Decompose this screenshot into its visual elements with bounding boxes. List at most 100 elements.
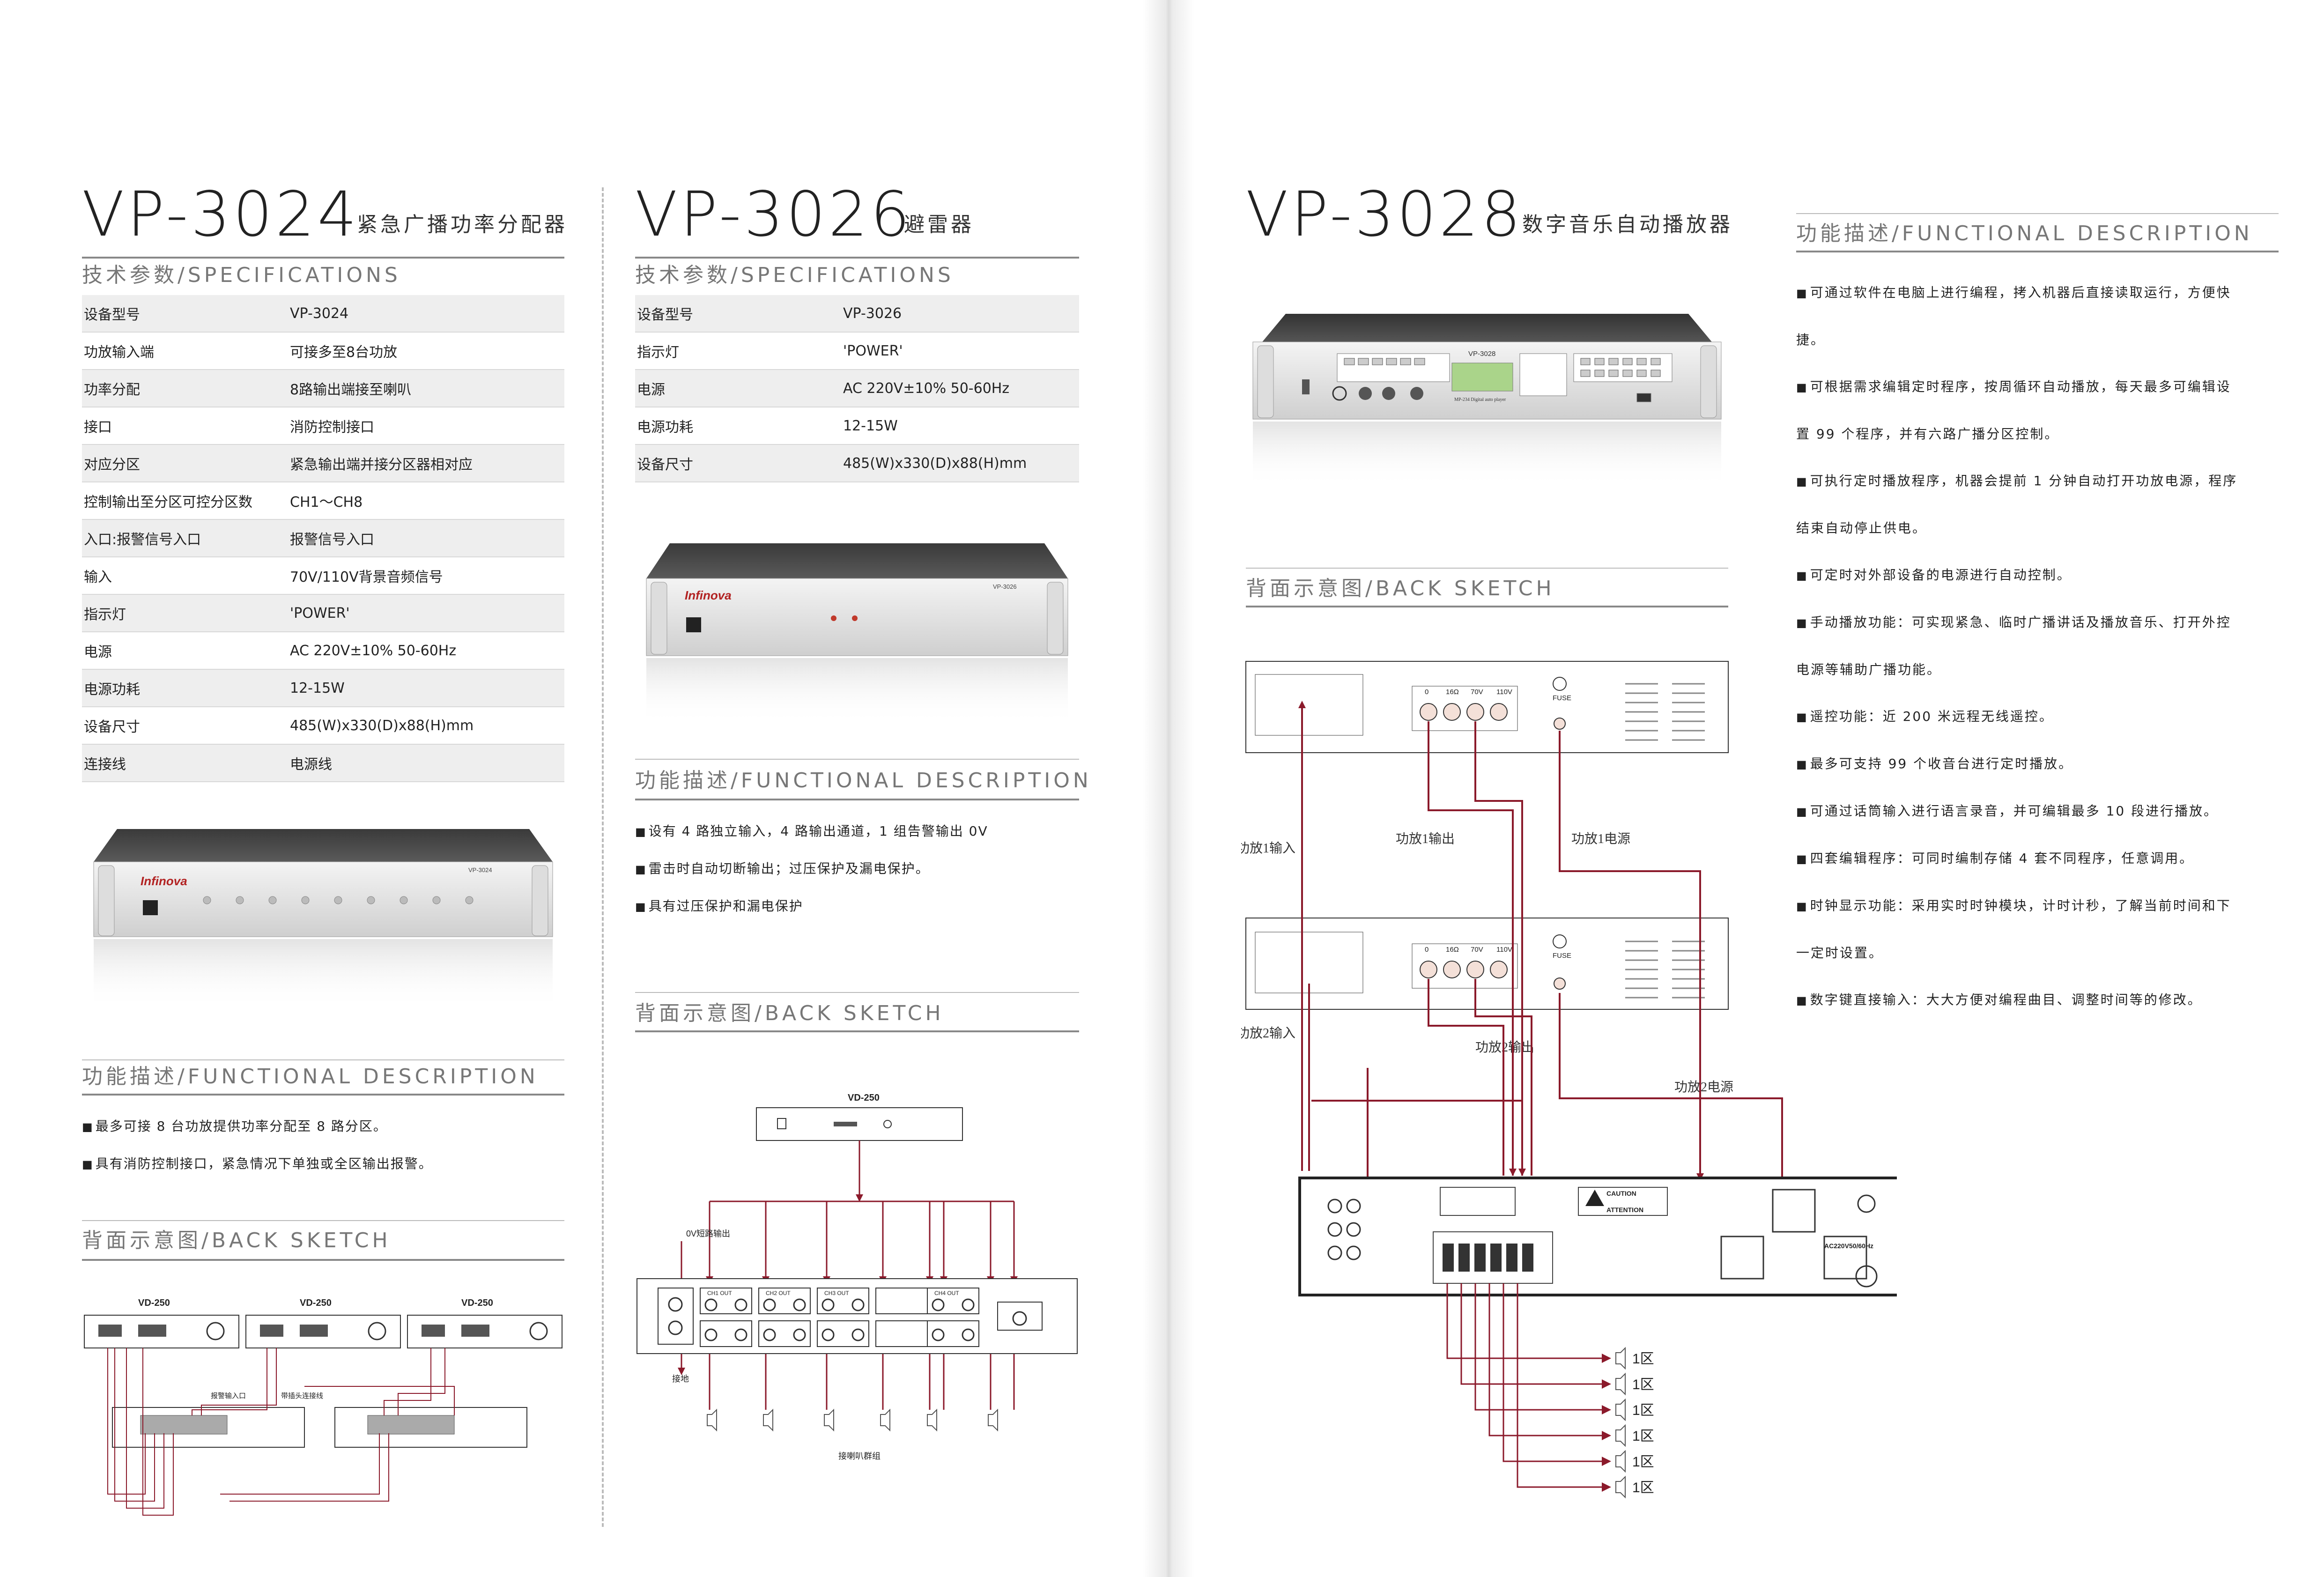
spec-value: 紧急输出端并接分区器相对应: [288, 444, 564, 482]
list-item: 时钟显示功能：采用实时时钟模块，计时计秒，了解当前时间和下一定时设置。: [1796, 882, 2241, 977]
amp2-in-label: 功放2输入: [1241, 1026, 1295, 1041]
tap-label: 0: [1425, 946, 1428, 954]
spec-value: 'POWER': [841, 332, 1079, 370]
vp3024-sketch-heading: 背面示意图/BACK SKETCH: [82, 1229, 391, 1252]
vp3026-back-sketch: VD-250 0V短路输出: [637, 1093, 1078, 1461]
vp3028-sketch-rule: [1246, 606, 1728, 607]
spec-key: 设备型号: [82, 295, 288, 333]
vp3028-screen-text: MP-234 Digital auto player: [1454, 397, 1506, 402]
vp3028-back-sketch: 0 16Ω 70V 110V FUSE 0 16Ω 70V 110V FUSE: [1241, 661, 1897, 1499]
sketch-unit-label: VD-250: [848, 1093, 880, 1103]
spec-key: 指示灯: [82, 594, 288, 632]
spec-value: CH1～CH8: [288, 482, 564, 520]
vp3026-func-rule: [635, 799, 1079, 800]
vp3024-brand: Infinova: [141, 874, 187, 888]
vp3026-spec-heading: 技术参数/SPECIFICATIONS: [635, 263, 954, 287]
list-item: 可执行定时播放程序，机器会提前 1 分钟自动打开功放电源，程序结束自动停止供电。: [1796, 458, 2241, 552]
vp3028-device-image: VP-3028 MP-234 Digital auto player: [1252, 314, 1722, 487]
sketch-unit-label: VD-250: [300, 1298, 332, 1308]
spec-key: 设备尺寸: [82, 707, 288, 745]
sketch-alarm-label: 报警输入口: [211, 1392, 246, 1400]
vp3026-name: 避雷器: [904, 213, 974, 237]
zone-label: 1区: [1632, 1429, 1654, 1444]
vp3028-func-heading: 功能描述/FUNCTIONAL DESCRIPTION: [1796, 222, 2253, 245]
rear-power-label: AC220V50/60Hz: [1824, 1242, 1873, 1250]
table-row: 连接线电源线: [82, 744, 564, 782]
tap-label: 0: [1425, 688, 1428, 696]
sketch-unit-label: VD-250: [461, 1298, 493, 1308]
vp3026-sketch-heading: 背面示意图/BACK SKETCH: [635, 1001, 944, 1025]
vp3024-func-list: 最多可接 8 台功放提供功率分配至 8 路分区。 具有消防控制接口，紧急情况下单…: [82, 1108, 433, 1183]
vp3026-func-list: 设有 4 路独立输入，4 路输出通道，1 组告警输出 0V 雷击时自动切断输出；…: [635, 813, 988, 925]
sketch-channel-label: CH1 OUT: [707, 1290, 732, 1296]
list-item: 雷击时自动切断输出；过压保护及漏电保护。: [635, 850, 988, 888]
vp3026-brand: Infinova: [685, 588, 732, 602]
spec-key: 输入: [82, 557, 288, 595]
spec-value: 消防控制接口: [288, 407, 564, 445]
list-item: 可根据需求编辑定时程序，按周循环自动播放，每天最多可编辑设置 99 个程序，并有…: [1796, 363, 2241, 458]
vp3024-func-top-rule: [82, 1059, 564, 1060]
list-item: 四套编辑程序：可同时编制存储 4 套不同程序，任意调用。: [1796, 835, 2241, 882]
vp3028-func-rule: [1796, 251, 2279, 252]
fuse-label: FUSE: [1553, 694, 1571, 702]
list-item: 可通过软件在电脑上进行编程，拷入机器后直接读取运行，方便快捷。: [1796, 269, 2241, 363]
list-item: 手动播放功能：可实现紧急、临时广播讲话及播放音乐、打开外控电源等辅助广播功能。: [1796, 599, 2241, 693]
vp3028-sketch-heading: 背面示意图/BACK SKETCH: [1246, 577, 1555, 600]
vp3026-device-image: Infinova VP-3026: [646, 543, 1068, 724]
vp3028-name: 数字音乐自动播放器: [1522, 213, 1733, 237]
spec-value: AC 220V±10% 50-60Hz: [841, 370, 1079, 407]
tap-label: 110V: [1496, 688, 1512, 696]
tap-label: 110V: [1496, 946, 1512, 954]
table-row: 功放输入端可接多至8台功放: [82, 332, 564, 370]
vp3026-sketch-top-rule: [635, 992, 1079, 993]
amp2-out-label: 功放2输出: [1475, 1040, 1534, 1055]
list-item: 可定时对外部设备的电源进行自动控制。: [1796, 552, 2241, 599]
vp3024-name: 紧急广播功率分配器: [357, 213, 568, 237]
attention-label: ATTENTION: [1606, 1206, 1643, 1214]
spec-value: 8路输出端接至喇叭: [288, 370, 564, 407]
spec-key: 功率分配: [82, 370, 288, 407]
sketch-ground-label: 接地: [672, 1374, 689, 1384]
amp1-power-label: 功放1电源: [1571, 831, 1630, 846]
list-item: 遥控功能：近 200 米远程无线遥控。: [1796, 693, 2241, 740]
list-item: 最多可支持 99 个收音台进行定时播放。: [1796, 740, 2241, 788]
zone-label: 1区: [1632, 1480, 1654, 1496]
vp3028-model: VP-3028: [1246, 178, 1524, 251]
list-item: 可通过话筒输入进行语言录音，并可编辑最多 10 段进行播放。: [1796, 788, 2241, 835]
list-item: 具有过压保护和漏电保护: [635, 888, 988, 925]
column-divider: [602, 187, 604, 1527]
list-item: 设有 4 路独立输入，4 路输出通道，1 组告警输出 0V: [635, 813, 988, 850]
spec-value: 485(W)x330(D)x88(H)mm: [288, 707, 564, 745]
vp3024-title-rule: [82, 257, 564, 259]
spec-value: 12-15W: [288, 669, 564, 707]
spec-key: 电源功耗: [635, 407, 841, 445]
spec-key: 电源: [82, 632, 288, 670]
spec-value: 485(W)x330(D)x88(H)mm: [841, 444, 1079, 482]
spec-value: 'POWER': [288, 594, 564, 632]
spec-key: 电源功耗: [82, 669, 288, 707]
zone-label: 1区: [1632, 1351, 1654, 1367]
amp1-in-label: 功放1输入: [1241, 841, 1295, 856]
table-row: 指示灯'POWER': [82, 594, 564, 632]
spec-key: 功放输入端: [82, 332, 288, 370]
caution-label: CAUTION: [1606, 1190, 1636, 1197]
spec-key: 入口:报警信号入口: [82, 519, 288, 557]
tap-label: 16Ω: [1446, 688, 1459, 696]
amp2-power-label: 功放2电源: [1674, 1080, 1733, 1095]
vp3026-func-heading: 功能描述/FUNCTIONAL DESCRIPTION: [635, 769, 1092, 792]
spec-value: VP-3026: [841, 295, 1079, 333]
table-row: 对应分区紧急输出端并接分区器相对应: [82, 444, 564, 482]
spec-value: 电源线: [288, 744, 564, 782]
list-item: 具有消防控制接口，紧急情况下单独或全区输出报警。: [82, 1145, 433, 1183]
sketch-channel-label: CH3 OUT: [824, 1290, 849, 1296]
zone-label: 1区: [1632, 1403, 1654, 1418]
left-page: VP-3024 紧急广播功率分配器 技术参数/SPECIFICATIONS 设备…: [0, 0, 1164, 1577]
